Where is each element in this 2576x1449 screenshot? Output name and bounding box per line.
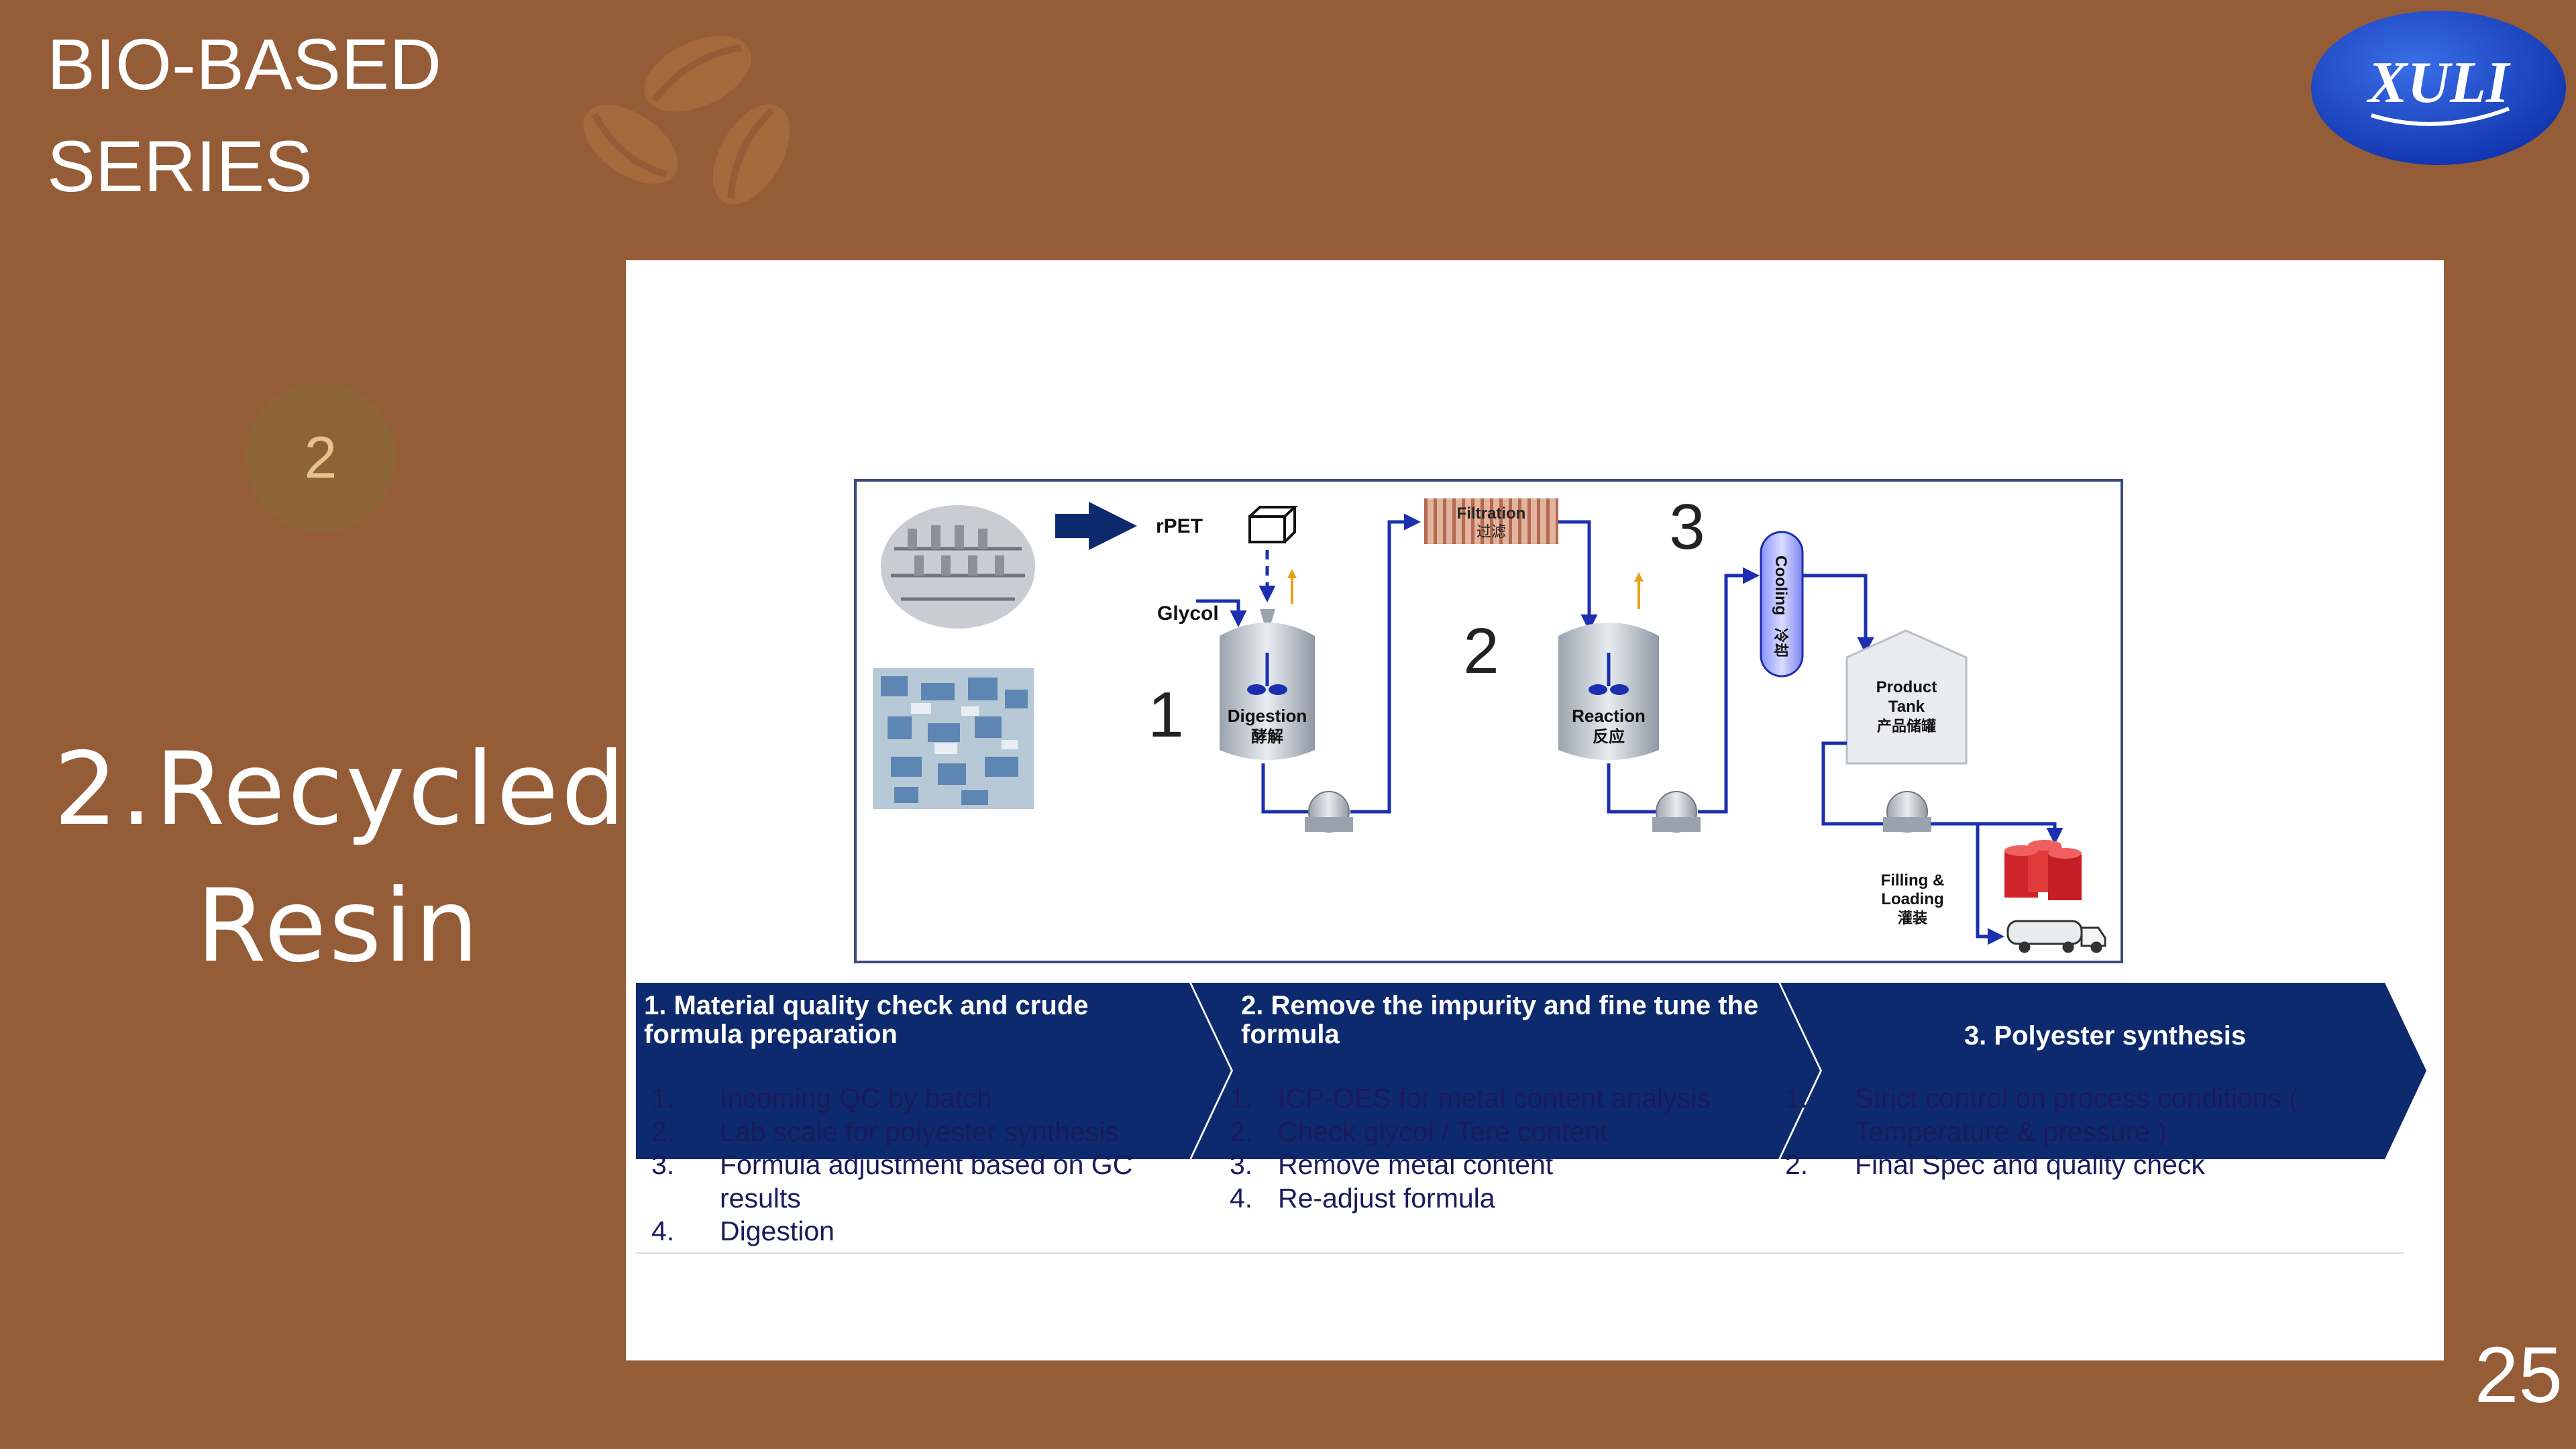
drums-icon [2004,840,2082,900]
step-number: 2. [1785,1148,1855,1182]
stage-3-step: 1.Strict control on process conditions (… [1785,1082,2335,1148]
step-number: 3. [651,1148,720,1215]
step-number: 2. [1230,1116,1278,1149]
process-card: rPET Glycol Digestion 酵解 1 Filtration [626,260,2444,1360]
svg-text:Tank: Tank [1888,698,1925,716]
cooling-column: Cooling 冷却 [1761,532,1803,676]
svg-text:Product: Product [1876,678,1937,696]
stage-3-header: 3. Polyester synthesis [1820,1022,2390,1051]
stage-2-step: 2.Check glycol / Tere content [1230,1116,1739,1149]
rpet-label: rPET [1156,515,1203,537]
step-number-3: 3 [1669,491,1705,563]
step-number: 4. [1230,1182,1278,1216]
svg-text:反应: 反应 [1593,727,1625,746]
stage-1-step: 4.Digestion [651,1215,1134,1248]
step-text: Remove metal content [1278,1148,1553,1182]
svg-text:冷却: 冷却 [1772,628,1789,657]
step-number-1: 1 [1148,679,1183,751]
svg-text:灌装: 灌装 [1898,910,1927,927]
step-text: Check glycol / Tere content [1278,1116,1608,1149]
step-text: Incoming QC by batch [720,1082,992,1116]
section-title-line: Resin [54,858,624,995]
svg-text:Reaction: Reaction [1572,706,1646,726]
svg-text:Filtration: Filtration [1457,504,1526,523]
svg-text:产品储罐: 产品储罐 [1877,718,1936,735]
step-number: 2. [651,1116,720,1149]
step-number: 4. [651,1215,720,1248]
stage-2-header: 2. Remove the impurity and fine tune the… [1241,991,1778,1049]
bottle-bales-photo [873,668,1034,809]
step-text: Strict control on process conditions ( T… [1855,1082,2335,1148]
stage-2-step: 3.Remove metal content [1230,1148,1739,1182]
step-text: Formula adjustment based on GC results [720,1148,1134,1215]
svg-text:Filling &: Filling & [1881,871,1945,890]
stage-3-steps: 1.Strict control on process conditions (… [1785,1082,2335,1182]
svg-text:XULI: XULI [2366,50,2511,115]
step-number: 1. [1785,1082,1855,1148]
stage-1-step: 2.Lab scale for polyester synthesis [651,1116,1134,1149]
coffee-beans-icon [584,27,805,235]
stage-1-step: 1.Incoming QC by batch [651,1082,1134,1116]
stage-1-header: 1. Material quality check and crude form… [644,991,1187,1049]
step-text: ICP-OES for metal content analysis [1278,1082,1711,1116]
stage-3-step: 2.Final Spec and quality check [1785,1148,2335,1182]
bottle-line-photo [881,505,1035,629]
step-number-2: 2 [1463,615,1499,687]
step-text: Lab scale for polyester synthesis [720,1116,1119,1149]
stage-2-step: 4.Re-adjust formula [1230,1182,1739,1216]
svg-text:Cooling: Cooling [1772,555,1790,615]
step-number: 1. [651,1082,720,1116]
svg-text:过滤: 过滤 [1477,524,1506,541]
step-number: 3. [1230,1148,1278,1182]
section-title-line: 2.Recycled [54,721,624,858]
xuli-logo: XULI [2308,8,2569,168]
product-tank: Product Tank 产品储罐 [1847,631,1966,763]
svg-text:Digestion: Digestion [1228,706,1307,726]
svg-text:酵解: 酵解 [1251,727,1283,746]
filtration-unit: Filtration 过滤 [1424,498,1558,544]
section-number-badge: 2 [246,382,396,533]
series-title: BIO-BASED SERIES [47,13,441,217]
step-text: Final Spec and quality check [1855,1148,2205,1182]
step-text: Digestion [720,1215,835,1248]
step-number: 1. [1230,1082,1278,1116]
svg-text:Loading: Loading [1881,890,1943,908]
step-text: Re-adjust formula [1278,1182,1495,1216]
stage-2-step: 1.ICP-OES for metal content analysis [1230,1082,1739,1116]
page-number: 25 [2442,1328,2563,1422]
glycol-label: Glycol [1157,602,1219,625]
stage-1-step: 3.Formula adjustment based on GC results [651,1148,1134,1215]
